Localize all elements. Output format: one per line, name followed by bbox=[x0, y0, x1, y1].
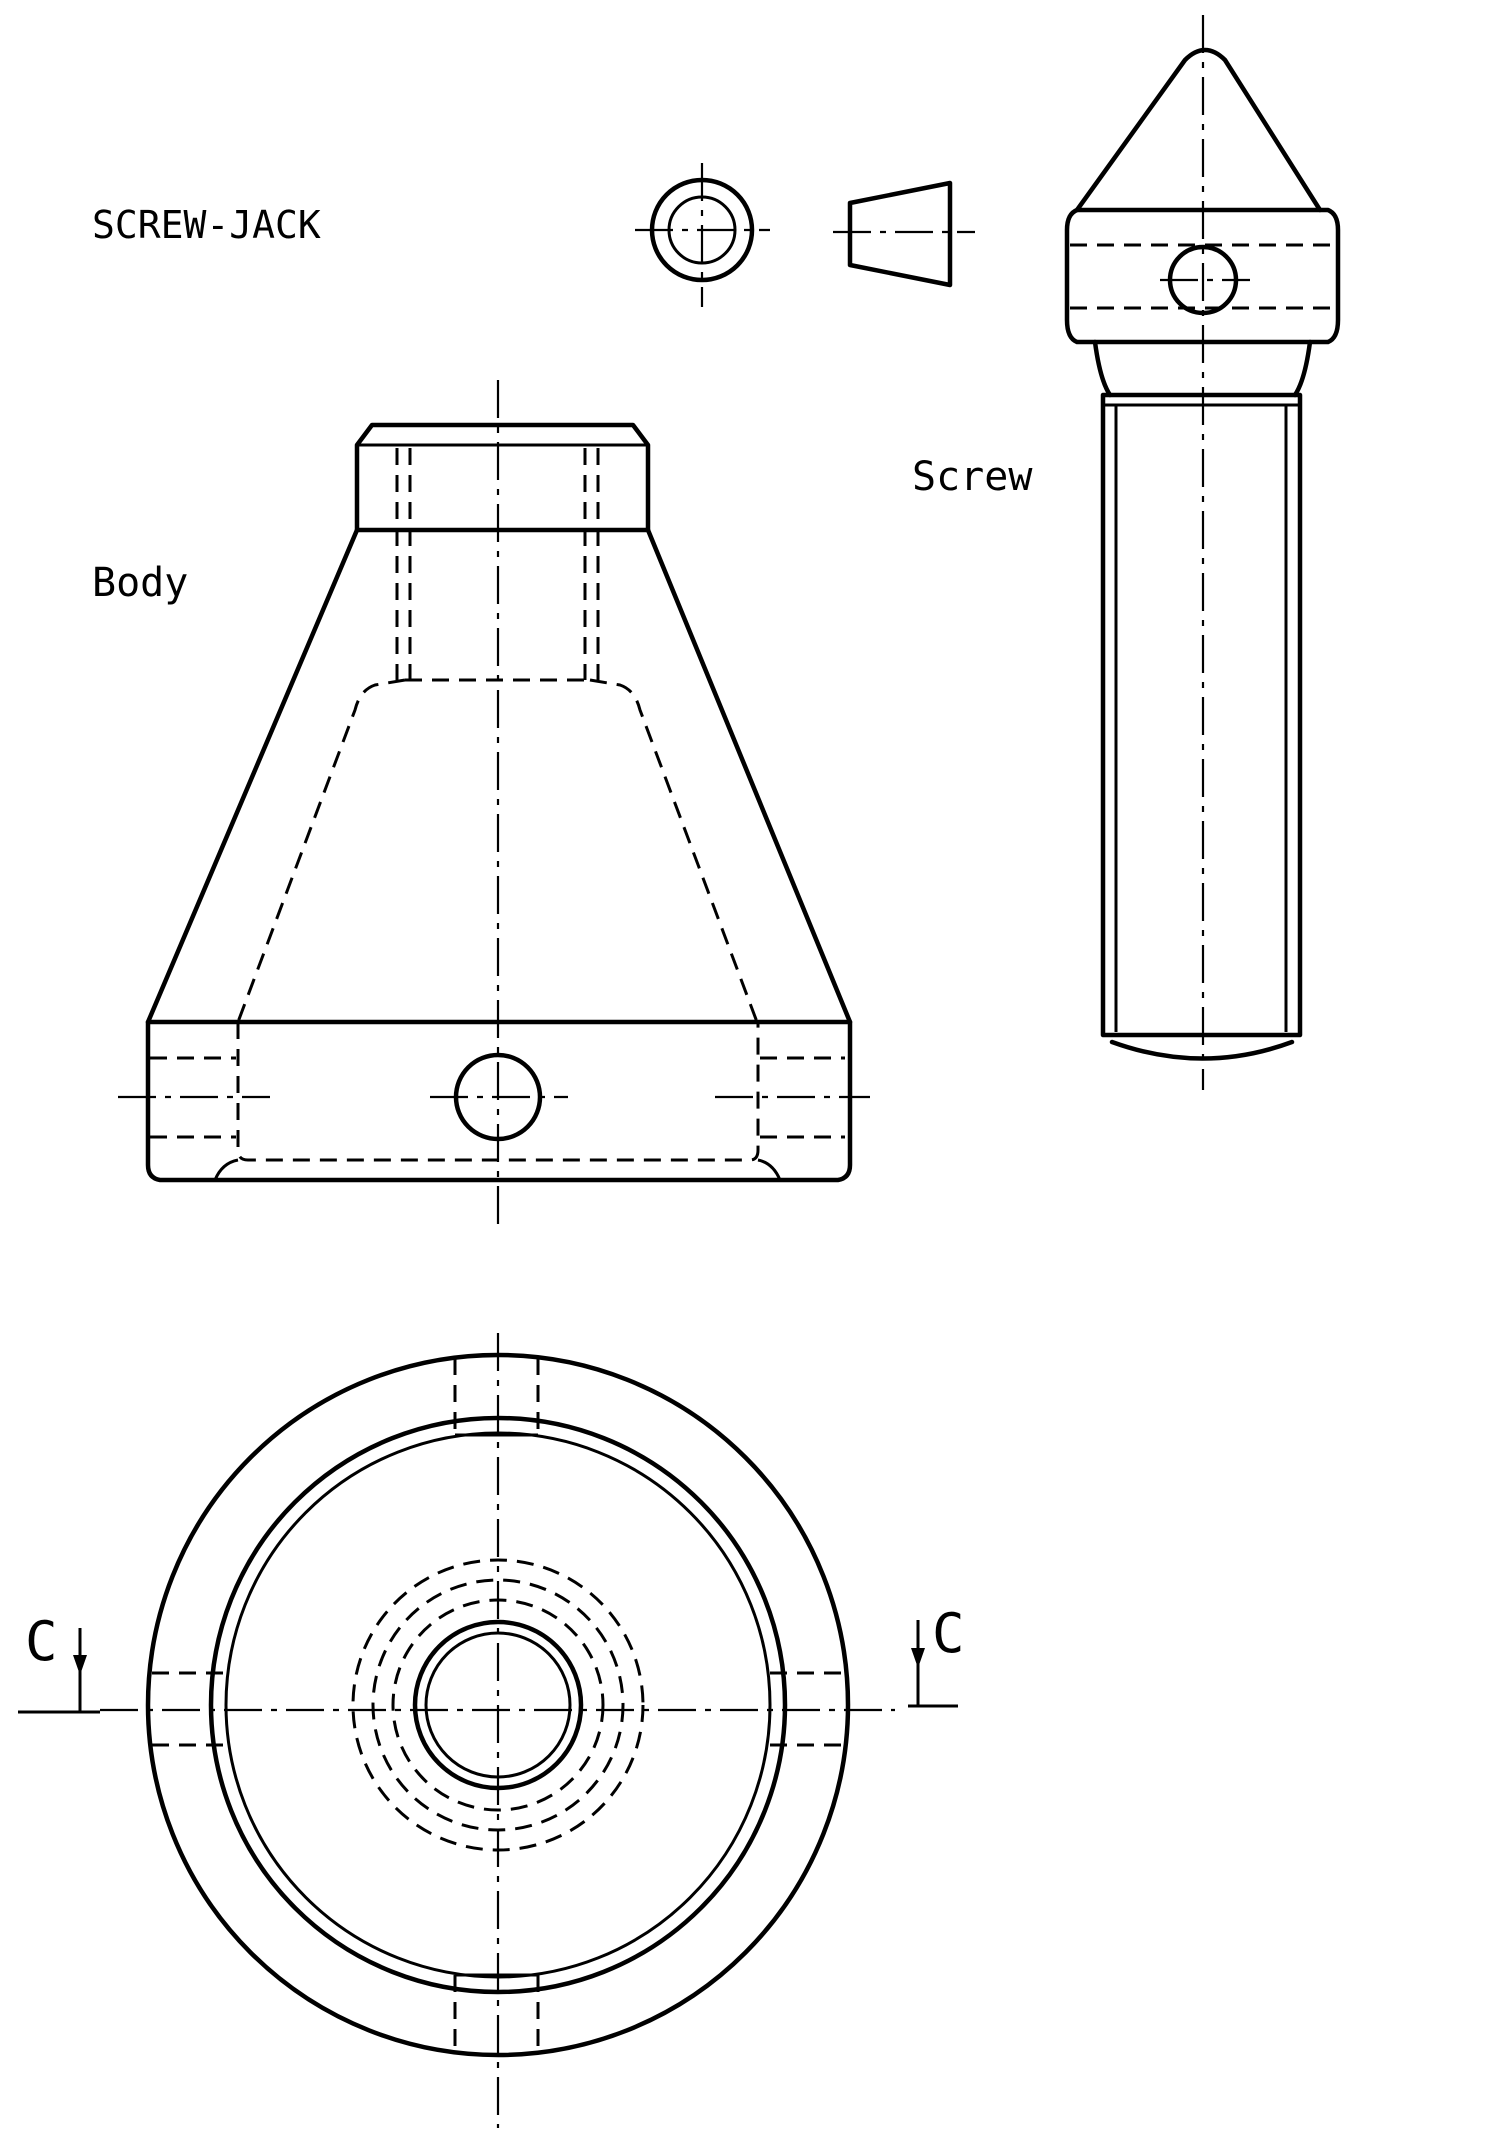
screw-label: Screw bbox=[912, 454, 1033, 500]
screw-part bbox=[1064, 15, 1341, 1090]
washer-top-view bbox=[635, 163, 770, 307]
section-label-right: C bbox=[932, 1602, 965, 1665]
cap-side-view bbox=[833, 180, 975, 288]
body-top-view bbox=[100, 1333, 895, 2128]
body-label: Body bbox=[92, 560, 188, 606]
section-marker-right: C bbox=[908, 1602, 965, 1708]
section-label-left: C bbox=[25, 1610, 58, 1673]
drawing-title: SCREW-JACK bbox=[92, 203, 321, 247]
section-marker-left: C bbox=[18, 1610, 100, 1714]
body-front-view bbox=[118, 380, 870, 1228]
